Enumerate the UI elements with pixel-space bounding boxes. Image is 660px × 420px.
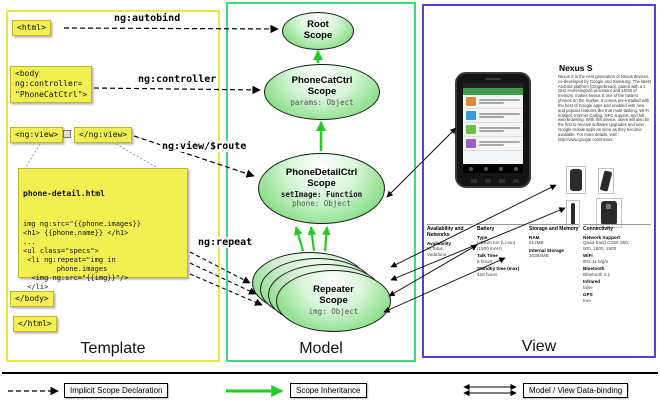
html-open-tag-box: <html>: [12, 20, 51, 37]
spec-line: (1500 mAH): [477, 245, 502, 251]
phone-list-thumb: [466, 139, 476, 148]
detail-file-code: img ng:src="{{phone.images}} <h1> {{phon…: [23, 219, 142, 301]
spec-line: Bluetooth: [583, 266, 605, 272]
spec-header: Availability and Networks: [427, 224, 473, 239]
repeater-scope-prop: img: Object: [308, 307, 359, 317]
ng-view-route-label: ng:view/$route: [160, 141, 249, 152]
spec-line: Standby time (max): [477, 266, 520, 272]
body-controller-box: <body ng:controller= "PhoneCatCtrl">: [10, 66, 93, 104]
spec-line: GPS: [583, 292, 593, 298]
spec-line: false: [583, 284, 593, 290]
phonedetail-scope-phone: phone: Object: [292, 199, 351, 209]
spec-line: true: [583, 297, 591, 303]
spec-line: 16384MB: [529, 253, 549, 259]
spec-line: WiFi: [583, 253, 593, 259]
phone-list-row: [463, 123, 523, 137]
ng-repeat-label: ng:repeat: [196, 237, 255, 248]
spec-header: Connectivity: [583, 224, 651, 233]
ng-autobind-label: ng:autobind: [112, 13, 183, 24]
ng-controller-label: ng:controller: [136, 74, 219, 85]
template-panel-title: Template: [80, 340, 146, 357]
phone-navbar: [463, 164, 523, 173]
spec-line: Vodafone: [427, 251, 447, 257]
spec-header: Storage and Memory: [529, 224, 579, 232]
spec-line: 512MB: [529, 240, 544, 246]
legend-implicit-scope: Implicit Scope Declaration: [64, 383, 169, 398]
phonedetail-scope-title: PhoneDetailCtrl Scope: [285, 167, 358, 190]
phone-list-row: [463, 137, 523, 151]
legend-scope-inheritance: Scope Inheritance: [290, 383, 367, 398]
view-panel-title: View: [521, 338, 557, 355]
spec-line: Quad-band GSM: 850,: [583, 240, 630, 246]
root-scope-ellipse: Root Scope: [282, 12, 354, 50]
spec-header: Battery: [477, 224, 525, 233]
root-scope-title: Root Scope: [303, 19, 333, 41]
product-description: Nexus S is the next generation of Nexus …: [558, 74, 652, 142]
product-title: Nexus S: [559, 63, 593, 73]
model-panel-title: Model: [299, 340, 343, 357]
thumbnail-phone-angle: [598, 168, 614, 194]
ng-view-open-box: <ng:view>: [10, 127, 64, 144]
thumbnail-phone-back: [596, 198, 622, 228]
legend-data-binding: Model / View Data-binding: [523, 383, 629, 398]
spec-line: Infrared: [583, 279, 601, 285]
thumbnail-phone-front: [566, 166, 586, 194]
thumbnail-phone-side: [566, 200, 580, 228]
spec-line: Bluetooth 2.1: [583, 271, 611, 277]
phonecat-scope-ellipse: PhoneCatCtrl Scope params: Object: [264, 64, 380, 120]
html-close-tag-box: </html>: [13, 316, 57, 333]
phone-screen: [463, 83, 523, 173]
spec-line: 6 hours: [477, 258, 493, 264]
nexus-phone-image: [455, 72, 531, 188]
view-placeholder-icon: [63, 130, 71, 138]
ng-view-close-box: </ng:view>: [74, 127, 133, 144]
spec-line: 428 hours: [477, 271, 498, 277]
phone-list-thumb: [466, 97, 476, 106]
phonedetail-scope-ellipse: PhoneDetailCtrl Scope setImage: Function…: [258, 153, 385, 224]
spec-line: Network Support: [583, 234, 621, 240]
phone-statusbar: [463, 83, 523, 88]
phone-list-thumb: [466, 125, 476, 134]
spec-line: 802.11 b/g/n: [583, 258, 609, 264]
phone-list-thumb: [466, 111, 476, 120]
repeater-scope-title: Repeater Scope: [313, 284, 354, 307]
phonecat-scope-title: PhoneCatCtrl Scope: [291, 75, 353, 98]
phone-list-row: [463, 95, 523, 109]
phonedetail-scope-setimage: setImage: Function: [280, 190, 363, 200]
phone-buttons: [471, 179, 519, 183]
body-close-tag-box: </body>: [10, 291, 54, 308]
spec-line: 900, 1800, 1900: [583, 245, 617, 251]
phonecat-scope-prop: params: Object: [290, 98, 354, 108]
phone-app-header: [463, 88, 523, 95]
phone-detail-template-box: phone-detail.html img ng:src="{{phone.im…: [18, 168, 188, 301]
repeater-scope-ellipse: Repeater Scope img: Object: [276, 270, 391, 332]
phone-list-row: [463, 109, 523, 123]
phone-speaker: [485, 78, 501, 80]
detail-file-title: phone-detail.html: [23, 189, 105, 199]
